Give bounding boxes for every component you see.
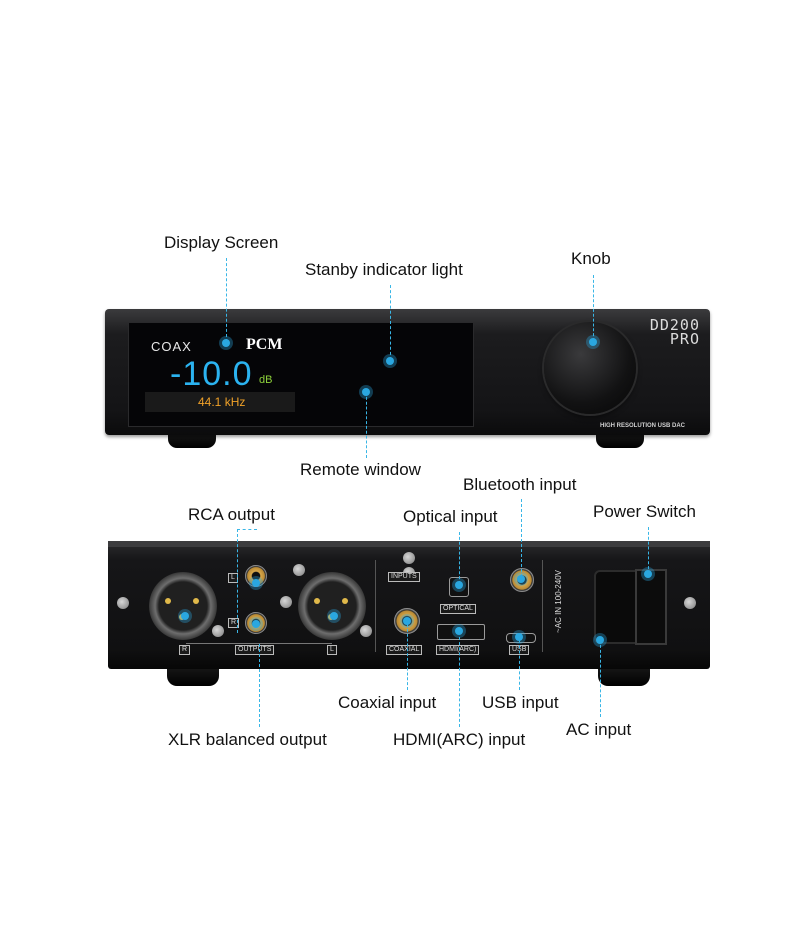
screw-icon: [117, 597, 129, 609]
knob-callout-dot: [589, 338, 597, 346]
rear-top-edge: [108, 541, 710, 547]
bluetooth-callout-line: [521, 499, 522, 577]
ac-callout-dot: [596, 636, 604, 644]
xlr-right-tag: R: [179, 645, 191, 655]
display-callout-line: [226, 258, 227, 342]
xlr-pin: [342, 598, 348, 604]
remote-callout-line: [366, 392, 367, 458]
rear-foot-left: [167, 664, 219, 686]
screw-icon: [360, 625, 372, 637]
outputs-bracket: [186, 643, 332, 644]
screw-icon: [293, 564, 305, 576]
bluetooth-input-label: Bluetooth input: [463, 475, 577, 494]
display-format: PCM: [246, 336, 283, 353]
hdmi-input-label: HDMI(ARC) input: [393, 730, 526, 749]
brand-logo: DD200 PRO: [632, 316, 700, 348]
ac-callout-line: [600, 640, 601, 717]
screw-icon: [212, 625, 224, 637]
coaxial-input-label: Coaxial input: [338, 693, 437, 712]
hdmi-callout-line: [459, 637, 460, 727]
brand-line2: PRO: [669, 330, 700, 348]
volume-knob[interactable]: [544, 322, 636, 414]
coaxial-callout-line: [407, 624, 408, 690]
display-screen-label: Display Screen: [164, 233, 279, 252]
display-volume-unit: dB: [259, 374, 273, 386]
power-switch[interactable]: [635, 569, 667, 645]
xlr-right-connector[interactable]: [149, 572, 217, 640]
screw-icon: [280, 596, 292, 608]
coaxial-tag: COAXIAL: [386, 645, 423, 655]
usb-callout-dot: [515, 633, 523, 641]
standby-callout-dot: [386, 357, 394, 365]
front-foot-left: [168, 432, 216, 448]
ac-rating-text: ~AC IN 100-240V: [554, 570, 563, 633]
front-foot-right: [596, 432, 644, 448]
rca-callout-line: [237, 529, 238, 633]
display-source: COAX: [151, 339, 192, 354]
standby-callout-line: [390, 285, 391, 360]
optical-tag: OPTICAL: [440, 604, 476, 614]
xlr-pin: [314, 598, 320, 604]
power-callout-line: [648, 527, 649, 574]
xlr-callout-dot: [181, 612, 189, 620]
optical-input-label: Optical input: [403, 507, 498, 526]
optical-callout-line: [459, 532, 460, 584]
bluetooth-callout-dot: [517, 575, 525, 583]
display-volume: -10.0: [170, 355, 253, 393]
hdmi-callout-dot: [455, 627, 463, 635]
xlr-callout-dot: [330, 612, 338, 620]
rca-callout-line: [237, 529, 257, 530]
xlr-left-tag: L: [327, 645, 337, 655]
brand-line1: DD200: [649, 316, 700, 334]
knob-label: Knob: [571, 249, 611, 268]
rca-callout-dot: [252, 620, 260, 628]
usb-callout-line: [519, 640, 520, 690]
rear-foot-right: [598, 664, 650, 686]
optical-callout-dot: [455, 581, 463, 589]
screw-icon: [403, 552, 415, 564]
xlr-callout-line: [259, 644, 260, 727]
usb-input-label: USB input: [482, 693, 559, 712]
rca-output-label: RCA output: [188, 505, 275, 524]
panel-divider: [542, 560, 543, 652]
power-switch-label: Power Switch: [593, 502, 696, 521]
remote-window-label: Remote window: [300, 460, 421, 479]
outputs-tag: OUTPUTS: [235, 645, 275, 655]
inputs-tag: INPUTS: [388, 572, 420, 582]
standby-light-label: Stanby indicator light: [305, 260, 463, 279]
xlr-pin: [165, 598, 171, 604]
display-sample-rate: 44.1 kHz: [198, 395, 246, 409]
xlr-pin: [193, 598, 199, 604]
panel-divider: [375, 560, 376, 652]
knob-callout-line: [593, 275, 594, 341]
display-callout-dot: [222, 339, 230, 347]
hdmi-tag: HDMI(ARC): [436, 645, 480, 655]
remote-callout-dot: [362, 388, 370, 396]
xlr-output-label: XLR balanced output: [168, 730, 327, 749]
rca-left-connector[interactable]: [245, 565, 267, 587]
rca-callout-dot: [252, 579, 260, 587]
coaxial-callout-dot: [403, 617, 411, 625]
display-band: [145, 392, 295, 412]
screw-icon: [684, 597, 696, 609]
xlr-left-connector[interactable]: [298, 572, 366, 640]
ac-input-label: AC input: [566, 720, 632, 739]
front-subtitle: HIGH RESOLUTION USB DAC: [600, 423, 686, 429]
rca-right-tag: R: [228, 618, 240, 628]
power-callout-dot: [644, 570, 652, 578]
